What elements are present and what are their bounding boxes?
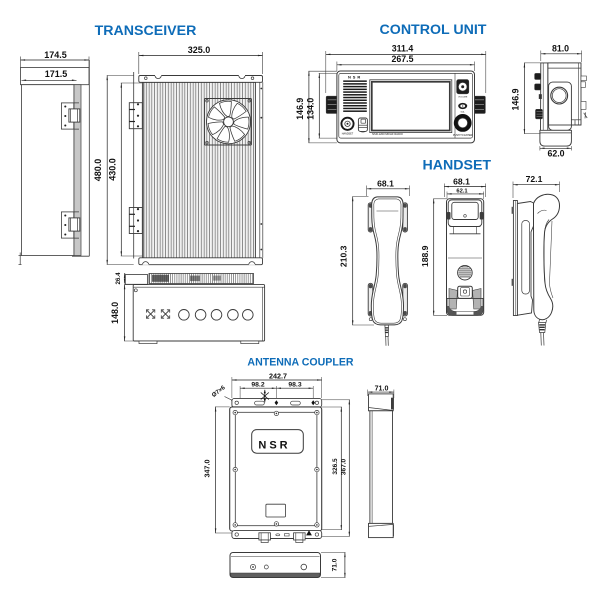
svg-text:71.0: 71.0 xyxy=(375,385,389,393)
svg-text:N S R: N S R xyxy=(348,75,361,80)
svg-text:210.3: 210.3 xyxy=(339,245,349,267)
svg-text:26.4: 26.4 xyxy=(115,272,122,285)
svg-text:242.7: 242.7 xyxy=(269,371,287,380)
svg-text:72.1: 72.1 xyxy=(526,174,543,184)
svg-text:NSR-1200 MF/HF RADIO: NSR-1200 MF/HF RADIO xyxy=(372,132,403,136)
svg-text:62.0: 62.0 xyxy=(547,149,564,159)
svg-text:CONTROL UNIT: CONTROL UNIT xyxy=(380,22,487,38)
svg-text:68.1: 68.1 xyxy=(453,177,470,187)
svg-text:98.3: 98.3 xyxy=(288,382,301,389)
svg-text:188.9: 188.9 xyxy=(420,245,430,267)
svg-text:174.5: 174.5 xyxy=(44,50,67,60)
svg-text:ANTENNA COUPLER: ANTENNA COUPLER xyxy=(247,356,353,368)
svg-text:347.0: 347.0 xyxy=(203,460,212,478)
svg-text:VOLUME: VOLUME xyxy=(458,97,468,99)
svg-text:148.0: 148.0 xyxy=(110,302,120,324)
svg-text:267.5: 267.5 xyxy=(391,54,413,64)
svg-text:PUSH TO ENTER: PUSH TO ENTER xyxy=(453,134,473,137)
svg-text:TRANSCEIVER: TRANSCEIVER xyxy=(95,23,197,39)
svg-text:311.4: 311.4 xyxy=(392,44,414,54)
svg-text:HANDSET: HANDSET xyxy=(423,158,492,174)
svg-text:NSR: NSR xyxy=(258,440,290,452)
svg-text:HANDSET: HANDSET xyxy=(342,132,354,135)
svg-text:326.5: 326.5 xyxy=(332,458,339,475)
svg-text:367.0: 367.0 xyxy=(340,458,347,475)
svg-text:98.2: 98.2 xyxy=(251,382,264,389)
svg-text:146.9: 146.9 xyxy=(510,88,520,110)
svg-text:62.1: 62.1 xyxy=(456,189,468,195)
svg-text:81.0: 81.0 xyxy=(552,44,569,54)
svg-text:171.5: 171.5 xyxy=(45,69,68,79)
svg-text:430.0: 430.0 xyxy=(108,158,118,181)
svg-text:71.0: 71.0 xyxy=(332,558,339,571)
svg-text:SQL: SQL xyxy=(461,112,466,114)
svg-text:68.1: 68.1 xyxy=(377,178,394,188)
svg-text:480.0: 480.0 xyxy=(93,159,103,182)
svg-text:134.0: 134.0 xyxy=(305,98,315,120)
svg-text:325.0: 325.0 xyxy=(188,45,211,55)
svg-text:146.9: 146.9 xyxy=(295,98,305,120)
